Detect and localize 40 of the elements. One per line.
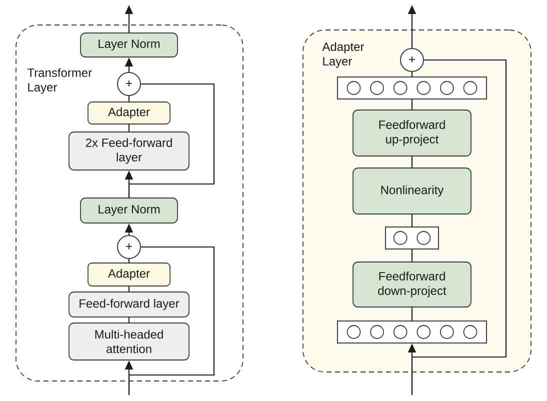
neuron-circle <box>393 81 408 95</box>
neuron-circle <box>393 325 408 339</box>
connector-line <box>128 259 130 263</box>
connector-line <box>128 124 130 132</box>
neuron-circle <box>346 81 361 95</box>
connector-line <box>411 156 413 168</box>
connector-line <box>128 96 130 102</box>
connector-line <box>411 307 413 320</box>
neuron-circle <box>463 81 478 95</box>
layer-box: Layer Norm <box>80 198 178 224</box>
connector-line <box>411 72 413 76</box>
neuron-circle <box>346 325 361 339</box>
connector-line <box>411 59 507 395</box>
neuron-circle <box>463 325 478 339</box>
layer-box: Nonlinearity <box>352 168 472 214</box>
adapter-box: Adapter <box>88 102 170 124</box>
neuron-circle <box>416 325 431 339</box>
adapter-box: Adapter <box>88 262 170 286</box>
connector-line <box>128 317 130 323</box>
neuron-circle <box>393 231 408 245</box>
neuron-circle <box>370 81 384 95</box>
neuron-circle <box>416 231 431 245</box>
neuron-circle <box>440 325 454 339</box>
neuron-circle <box>440 81 454 95</box>
layer-box: Layer Norm <box>80 32 178 58</box>
container-title: Adapter Layer <box>322 42 364 68</box>
layer-box: Feedforward up-project <box>352 110 472 156</box>
container-title: Transformer Layer <box>27 68 92 94</box>
connector-line <box>411 214 413 226</box>
connector-line <box>411 100 413 110</box>
layer-box: Feed-forward layer <box>68 292 190 318</box>
layer-box: 2x Feed-forward layer <box>68 132 190 170</box>
connector-line <box>128 246 215 395</box>
layer-box: Multi-headed attention <box>68 322 190 360</box>
connector-line <box>411 250 413 262</box>
connector-line <box>128 83 215 198</box>
neuron-circle <box>416 81 431 95</box>
neuron-circle <box>370 325 384 339</box>
layer-box: Feedforward down-project <box>352 262 472 308</box>
connector-line <box>128 286 130 292</box>
